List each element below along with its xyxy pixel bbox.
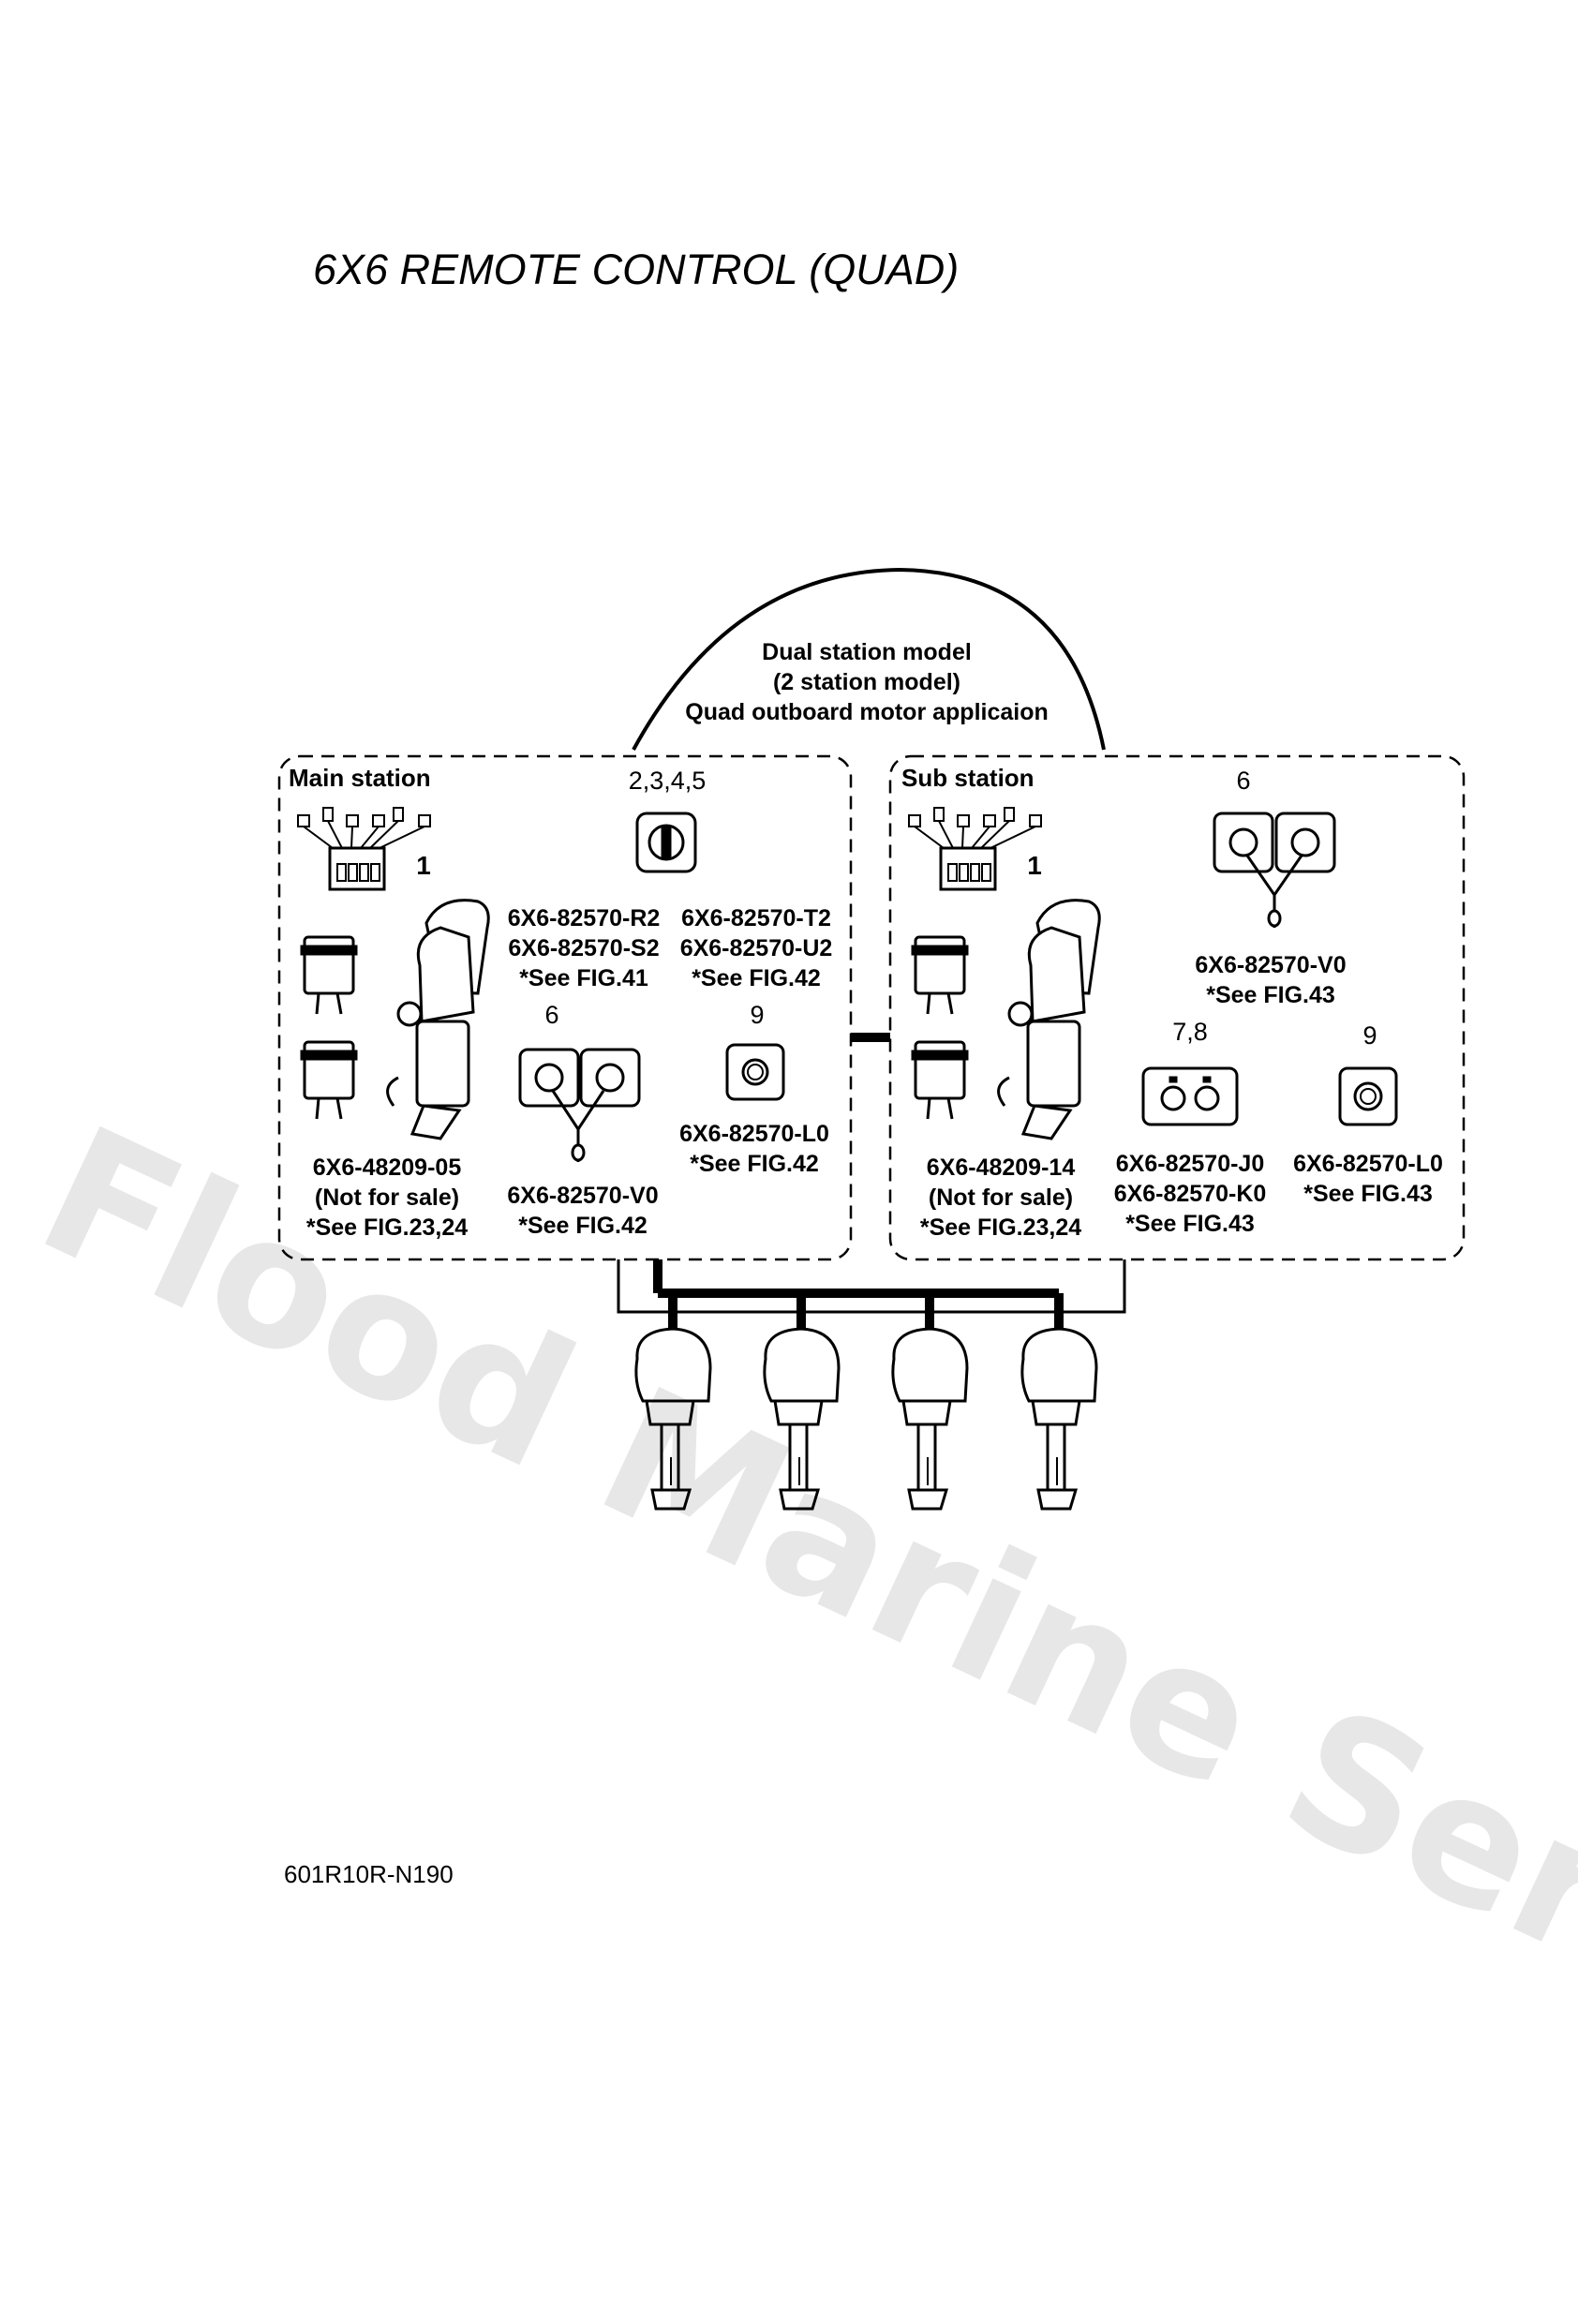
main-switch-b-label: 6X6-82570-T2 6X6-82570-U2 *See FIG.42 — [680, 903, 833, 993]
harness-connector-icon — [909, 808, 1041, 889]
figure-ref: *See FIG.42 — [679, 1149, 829, 1179]
main-callout-1: 1 — [416, 851, 431, 881]
key-switch-icon — [1214, 813, 1334, 928]
engine-bus — [618, 1259, 1124, 1331]
header-line-1: Dual station model — [685, 637, 1049, 667]
sub-control-box-label: 6X6-48209-14 (Not for sale) *See FIG.23,… — [920, 1153, 1081, 1243]
control-module-icon — [302, 937, 356, 1119]
figure-ref: *See FIG.43 — [1293, 1179, 1443, 1209]
part-note: (Not for sale) — [920, 1183, 1081, 1213]
sub-stop-switch-label: 6X6-82570-L0 *See FIG.43 — [1293, 1149, 1443, 1209]
sub-callout-9: 9 — [1362, 1021, 1377, 1050]
sub-key-switch-label: 6X6-82570-V0 *See FIG.43 — [1195, 950, 1346, 1010]
part-number: 6X6-82570-K0 — [1114, 1179, 1267, 1209]
part-number: 6X6-82570-U2 — [680, 933, 833, 963]
figure-ref: *See FIG.41 — [508, 963, 661, 993]
document-code: 601R10R-N190 — [284, 1860, 454, 1889]
figure-ref: *See FIG.23,24 — [306, 1213, 468, 1243]
figure-ref: *See FIG.43 — [1195, 980, 1346, 1010]
key-switch-icon — [520, 1050, 639, 1162]
stop-switch-icon — [727, 1045, 783, 1099]
figure-ref: *See FIG.42 — [680, 963, 833, 993]
main-callout-2345: 2,3,4,5 — [629, 767, 707, 796]
stop-switch-icon — [1340, 1068, 1396, 1125]
main-switch-a-label: 6X6-82570-R2 6X6-82570-S2 *See FIG.41 — [508, 903, 661, 993]
harness-connector-icon — [298, 808, 430, 889]
part-number: 6X6-82570-S2 — [508, 933, 661, 963]
outboard-motor-icon — [893, 1329, 967, 1509]
main-callout-6: 6 — [544, 1001, 558, 1030]
part-note: (Not for sale) — [306, 1183, 468, 1213]
part-number: 6X6-82570-L0 — [679, 1119, 829, 1149]
header-line-3: Quad outboard motor applicaion — [685, 697, 1049, 727]
remote-lever-icon — [388, 901, 489, 1139]
main-station-title: Main station — [289, 764, 431, 793]
figure-ref: *See FIG.42 — [507, 1211, 658, 1241]
part-number: 6X6-82570-V0 — [507, 1181, 658, 1211]
outboard-motor-icon — [636, 1329, 710, 1509]
sub-callout-1: 1 — [1027, 851, 1042, 881]
trim-switch-icon — [1143, 1068, 1237, 1125]
main-control-box-label: 6X6-48209-05 (Not for sale) *See FIG.23,… — [306, 1153, 468, 1243]
outboard-motor-icon — [1022, 1329, 1096, 1509]
sub-trim-switch-label: 6X6-82570-J0 6X6-82570-K0 *See FIG.43 — [1114, 1149, 1267, 1239]
part-number: 6X6-82570-R2 — [508, 903, 661, 933]
part-number: 6X6-82570-T2 — [680, 903, 833, 933]
figure-ref: *See FIG.23,24 — [920, 1213, 1081, 1243]
part-number: 6X6-82570-V0 — [1195, 950, 1346, 980]
header-box-text: Dual station model (2 station model) Qua… — [685, 637, 1049, 727]
main-callout-9: 9 — [750, 1001, 764, 1030]
outboard-motor-icon — [765, 1329, 839, 1509]
sub-station-title: Sub station — [901, 764, 1035, 793]
main-stop-switch-label: 6X6-82570-L0 *See FIG.42 — [679, 1119, 829, 1179]
part-number: 6X6-82570-J0 — [1114, 1149, 1267, 1179]
part-number: 6X6-48209-14 — [920, 1153, 1081, 1183]
header-line-2: (2 station model) — [685, 667, 1049, 697]
control-module-icon — [913, 937, 967, 1119]
part-number: 6X6-82570-L0 — [1293, 1149, 1443, 1179]
switch-panel-icon — [637, 813, 695, 872]
figure-ref: *See FIG.43 — [1114, 1209, 1267, 1239]
main-key-switch-label: 6X6-82570-V0 *See FIG.42 — [507, 1181, 658, 1241]
sub-callout-78: 7,8 — [1172, 1018, 1208, 1047]
part-number: 6X6-48209-05 — [306, 1153, 468, 1183]
remote-lever-icon — [999, 901, 1100, 1139]
sub-callout-6: 6 — [1236, 767, 1250, 796]
